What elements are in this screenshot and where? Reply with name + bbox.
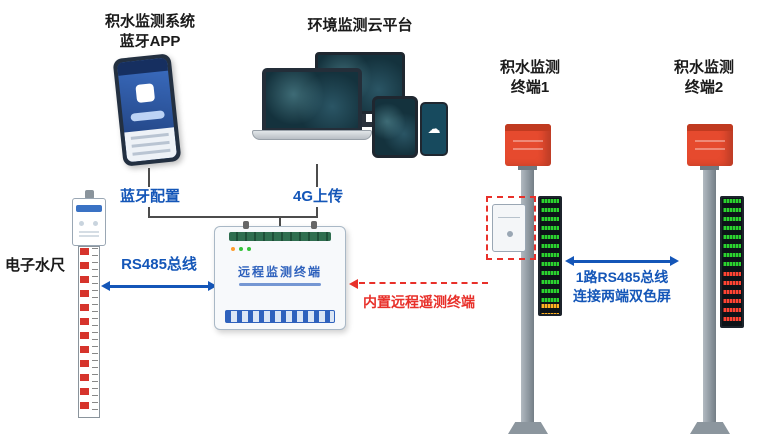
terminal2-label: 积水监测 终端2 (658, 58, 750, 99)
tablet-illustration (372, 96, 418, 158)
terminal1-label: 积水监测 终端1 (484, 58, 576, 99)
control-box-seam (498, 217, 520, 218)
gauge-head-band (76, 205, 102, 212)
rs485-bus-arrow (101, 281, 217, 291)
terminal2-line1: 积水监测 (673, 59, 734, 76)
led-text-amber (541, 304, 559, 314)
monitoring-pole-2 (678, 124, 750, 435)
rs485-bus-label: RS485总线 (121, 256, 197, 273)
dashed-line (359, 282, 488, 284)
smartphone-illustration: ☁ (420, 102, 448, 156)
arrowhead-left (565, 256, 574, 266)
bluetooth-config-label: 蓝牙配置 (110, 187, 190, 208)
water-app-icon (135, 83, 156, 103)
led-text-red (723, 272, 741, 324)
cloud-platform-title: 环境监测云平台 (307, 17, 413, 34)
arrow-line (109, 284, 209, 288)
beacon-box (505, 124, 551, 166)
pole-base (690, 422, 730, 434)
water-gauge-label: 电子水尺 (4, 257, 65, 274)
control-box-knob (507, 231, 513, 237)
arrowhead-left (349, 279, 358, 289)
builtin-telemetry-label: 内置远程遥测终端 (363, 294, 475, 310)
beacon-vent (695, 148, 725, 150)
gauge-connector (85, 190, 94, 199)
app-title-line2: 蓝牙APP (119, 33, 181, 51)
phone-screen (116, 57, 178, 163)
electronic-water-gauge (70, 190, 110, 424)
bluetooth-app-phone (112, 53, 182, 167)
led-text-green (541, 199, 559, 303)
arrow-line (573, 259, 671, 263)
led-panel-2 (720, 196, 744, 328)
app-title: 积水监测系统 蓝牙APP (92, 12, 208, 53)
pole-base (508, 422, 548, 434)
gauge-sensor-head (72, 198, 106, 246)
gauge-ticks (92, 248, 98, 416)
rtu-terminal-row-bottom (225, 310, 335, 323)
connector-horizontal-bus (148, 216, 318, 218)
gauge-ruler (78, 246, 100, 418)
terminal2-line2: 终端2 (684, 79, 724, 97)
gauge-stripes (80, 248, 89, 416)
upload-4g-label: 4G上传 (283, 187, 353, 208)
phone-button (130, 110, 165, 122)
pole-mast (703, 170, 716, 422)
pole-collar (518, 166, 537, 170)
rtu-antenna (311, 221, 317, 229)
beacon-cap (505, 124, 551, 131)
arrowhead-right (670, 256, 679, 266)
cloud-icon: ☁ (427, 121, 441, 136)
pole-collar (700, 166, 719, 170)
beacon-box (687, 124, 733, 166)
rtu-terminal-row-top (229, 232, 331, 241)
rtu-label: 远程监测终端 (237, 265, 322, 279)
monitoring-pole-1 (492, 124, 568, 435)
laptop-illustration (262, 68, 362, 132)
rtu-subtitle-bar (239, 283, 321, 286)
led-text-green (723, 199, 741, 271)
app-title-line1: 积水监测系统 (104, 13, 195, 30)
rtu-device: 远程监测终端 (214, 221, 346, 330)
rs485-dual-arrow (565, 256, 679, 266)
led-panel-1 (538, 196, 562, 316)
phone-list (124, 127, 178, 163)
beacon-cap (687, 124, 733, 131)
gauge-head-grill (79, 231, 99, 239)
rs485-dual-label: 1路RS485总线 连接两端双色屏 (550, 268, 694, 306)
beacon-vent (695, 140, 725, 142)
telemetry-dashed-arrow (349, 279, 488, 289)
beacon-vent (513, 140, 543, 142)
laptop-keyboard (252, 130, 372, 140)
arrowhead-left (101, 281, 110, 291)
phone-app-header (116, 57, 168, 76)
terminal1-line2: 终端1 (510, 79, 550, 97)
rtu-antenna (243, 221, 249, 229)
pole-control-box (492, 204, 526, 252)
arrowhead-right (208, 281, 217, 291)
rtu-status-leds (231, 247, 251, 251)
beacon-vent (513, 148, 543, 150)
terminal1-line1: 积水监测 (499, 59, 560, 76)
rs485-dual-line2: 连接两端双色屏 (573, 287, 671, 304)
gauge-head-dot (93, 221, 98, 226)
connector-drop-to-rtu (279, 218, 281, 228)
gauge-head-dot (79, 221, 84, 226)
rs485-dual-line1: 1路RS485总线 (575, 269, 669, 285)
telemetry-highlight-box (486, 196, 536, 260)
